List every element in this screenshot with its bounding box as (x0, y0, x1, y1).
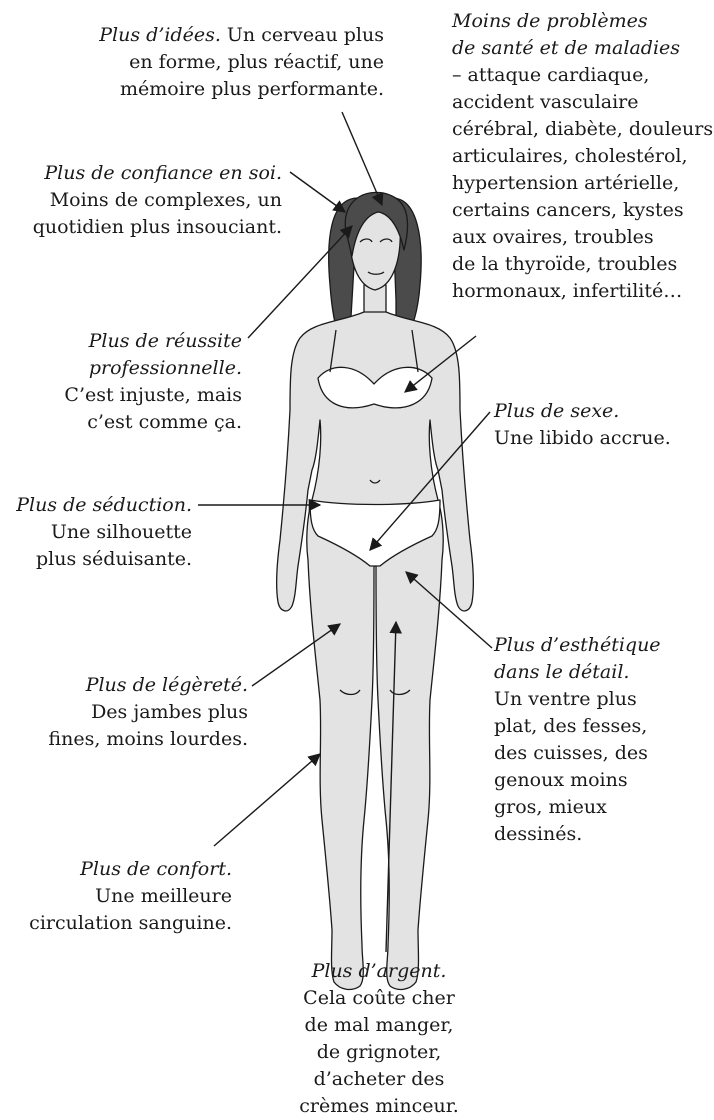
argent-title: Plus d’argent. (276, 958, 482, 985)
esthetique-line-5: dessinés. (494, 821, 709, 848)
argent-line-3: d’acheter des (276, 1066, 482, 1093)
confiance-line-1: quotidien plus insouciant. (20, 214, 282, 241)
idees-line-1: en forme, plus réactif, une (84, 49, 384, 76)
esthetique-line-1: plat, des fesses, (494, 713, 709, 740)
sante-line-1: accident vasculaire (452, 89, 714, 116)
confort-line-0: Une meilleure (6, 883, 232, 910)
annotation-idees: Plus d’idées. Un cerveau plus en forme, … (84, 22, 384, 103)
seduction-line-0: Une silhouette (4, 519, 192, 546)
sante-line-0: – attaque cardiaque, (452, 62, 714, 89)
annotation-sexe: Plus de sexe. Une libido accrue. (494, 398, 709, 452)
confiance-line-0: Moins de complexes, un (20, 187, 282, 214)
arrow-confort (214, 754, 320, 846)
sante-line-4: hypertension artérielle, (452, 170, 714, 197)
sante-line-5: certains cancers, kystes (452, 197, 714, 224)
seduction-line-1: plus séduisante. (4, 546, 192, 573)
sexe-line-0: Une libido accrue. (494, 425, 709, 452)
sante-line-8: hormonaux, infertilité… (452, 278, 714, 305)
legerete-line-0: Des jambes plus (20, 699, 248, 726)
esthetique-line-4: gros, mieux (494, 794, 709, 821)
reussite-title-0: Plus de réussite (40, 328, 242, 355)
sante-line-2: cérébral, diabète, douleurs (452, 116, 714, 143)
argent-line-4: crèmes minceur. (276, 1093, 482, 1120)
legerete-title: Plus de légèreté. (20, 672, 248, 699)
esthetique-line-0: Un ventre plus (494, 686, 709, 713)
sante-line-6: aux ovaires, troubles (452, 224, 714, 251)
annotation-esthetique: Plus d’esthétique dans le détail. Un ven… (494, 632, 709, 848)
sante-line-7: de la thyroïde, troubles (452, 251, 714, 278)
sexe-title: Plus de sexe. (494, 398, 709, 425)
confiance-title: Plus de confiance en soi. (20, 160, 282, 187)
esthetique-title-1: dans le détail. (494, 659, 709, 686)
annotation-sante: Moins de problèmes de santé et de maladi… (452, 8, 714, 305)
annotation-confiance: Plus de confiance en soi. Moins de compl… (20, 160, 282, 241)
torso (277, 312, 474, 989)
reussite-title-1: professionnelle. (40, 355, 242, 382)
sante-line-3: articulaires, cholestérol, (452, 143, 714, 170)
annotation-legerete: Plus de légèreté. Des jambes plus fines,… (20, 672, 248, 753)
argent-line-1: de mal manger, (276, 1012, 482, 1039)
annotation-confort: Plus de confort. Une meilleure circulati… (6, 856, 232, 937)
idees-line-0: Un cerveau plus (227, 24, 384, 46)
confort-line-1: circulation sanguine. (6, 910, 232, 937)
sante-title-1: de santé et de maladies (452, 35, 714, 62)
arrow-confiance (290, 172, 345, 212)
woman-figure (277, 192, 474, 989)
esthetique-line-3: genoux moins (494, 767, 709, 794)
confort-title: Plus de confort. (6, 856, 232, 883)
esthetique-line-2: des cuisses, des (494, 740, 709, 767)
idees-title: Plus d’idées. (99, 24, 221, 46)
legerete-line-1: fines, moins lourdes. (20, 726, 248, 753)
arrow-idees (342, 112, 382, 205)
reussite-line-0: C’est injuste, mais (40, 382, 242, 409)
annotation-argent: Plus d’argent. Cela coûte cher de mal ma… (276, 958, 482, 1120)
annotation-reussite: Plus de réussite professionnelle. C’est … (40, 328, 242, 436)
annotation-seduction: Plus de séduction. Une silhouette plus s… (4, 492, 192, 573)
argent-line-0: Cela coûte cher (276, 985, 482, 1012)
argent-line-2: de grignoter, (276, 1039, 482, 1066)
idees-line-2: mémoire plus performante. (84, 76, 384, 103)
seduction-title: Plus de séduction. (4, 492, 192, 519)
reussite-line-1: c’est comme ça. (40, 409, 242, 436)
sante-title-0: Moins de problèmes (452, 8, 714, 35)
esthetique-title-0: Plus d’esthétique (494, 632, 709, 659)
